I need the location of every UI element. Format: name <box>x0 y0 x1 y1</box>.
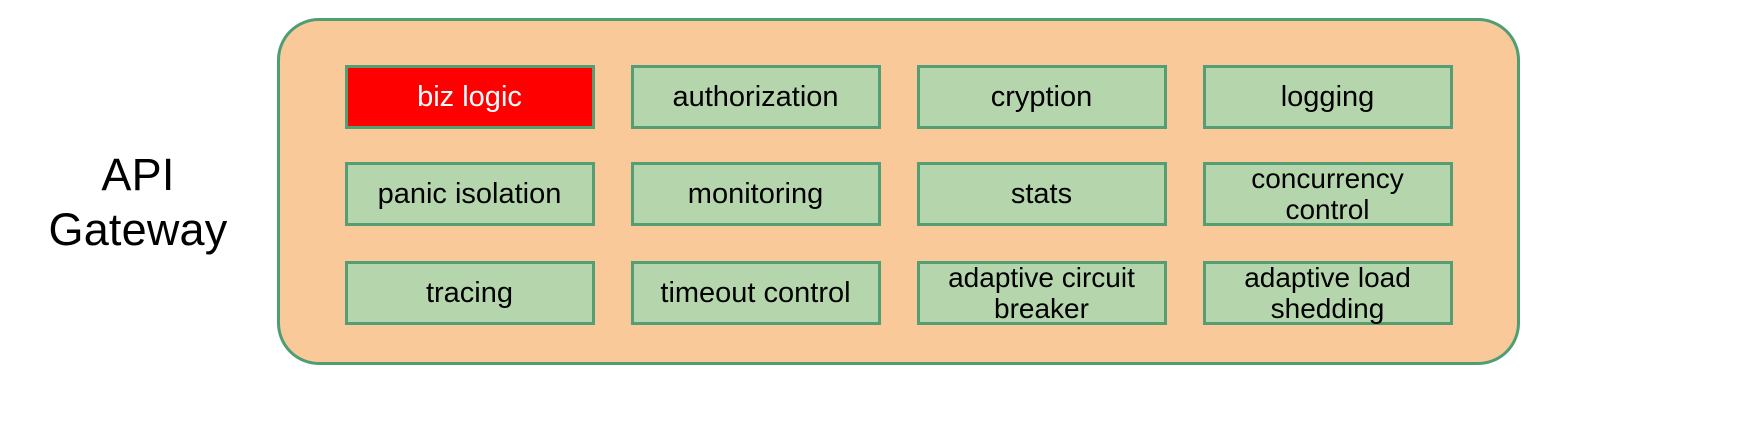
module-authorization[interactable]: authorization <box>630 65 881 129</box>
module-logging[interactable]: logging <box>1202 65 1453 129</box>
module-concurrency-control[interactable]: concurrency control <box>1202 162 1453 226</box>
module-adaptive-circuit-breaker[interactable]: adaptive circuit breaker <box>916 261 1167 325</box>
api-gateway-label: API Gateway <box>48 149 228 255</box>
module-monitoring[interactable]: monitoring <box>630 162 881 226</box>
module-tracing[interactable]: tracing <box>344 261 595 325</box>
module-row-2: panic isolation monitoring stats concurr… <box>280 162 1517 226</box>
module-row-1: biz logic authorization cryption logging <box>280 65 1517 129</box>
module-biz-logic[interactable]: biz logic <box>344 65 595 129</box>
module-timeout-control[interactable]: timeout control <box>630 261 881 325</box>
module-row-3: tracing timeout control adaptive circuit… <box>280 261 1517 325</box>
module-adaptive-load-shedding[interactable]: adaptive load shedding <box>1202 261 1453 325</box>
api-gateway-container: biz logic authorization cryption logging… <box>277 18 1520 365</box>
module-stats[interactable]: stats <box>916 162 1167 226</box>
module-grid: biz logic authorization cryption logging… <box>280 21 1517 362</box>
module-panic-isolation[interactable]: panic isolation <box>344 162 595 226</box>
module-cryption[interactable]: cryption <box>916 65 1167 129</box>
